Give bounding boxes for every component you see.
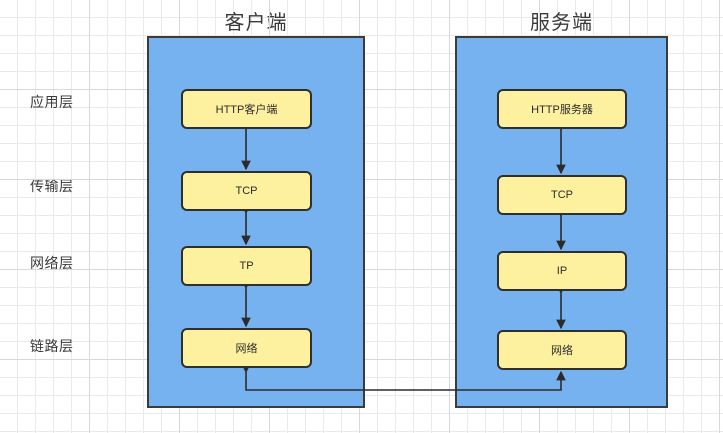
column-title-client: 客户端 (224, 12, 288, 34)
client-node-http-client[interactable]: HTTP客户端 (181, 89, 312, 129)
column-title-server: 服务端 (530, 12, 593, 34)
server-node-tcp[interactable]: TCP (497, 175, 627, 215)
layer-label-transport: 传输层 (30, 178, 74, 194)
server-node-http-server[interactable]: HTTP服务器 (497, 89, 627, 129)
client-node-network[interactable]: 网络 (181, 328, 312, 368)
client-node-tp[interactable]: TP (181, 246, 312, 286)
layer-label-application: 应用层 (30, 94, 74, 110)
layer-label-network: 网络层 (30, 255, 74, 271)
layer-label-link: 链路层 (30, 338, 74, 354)
server-node-ip[interactable]: IP (497, 251, 627, 291)
server-node-network[interactable]: 网络 (497, 330, 627, 370)
client-node-tcp[interactable]: TCP (181, 171, 312, 211)
